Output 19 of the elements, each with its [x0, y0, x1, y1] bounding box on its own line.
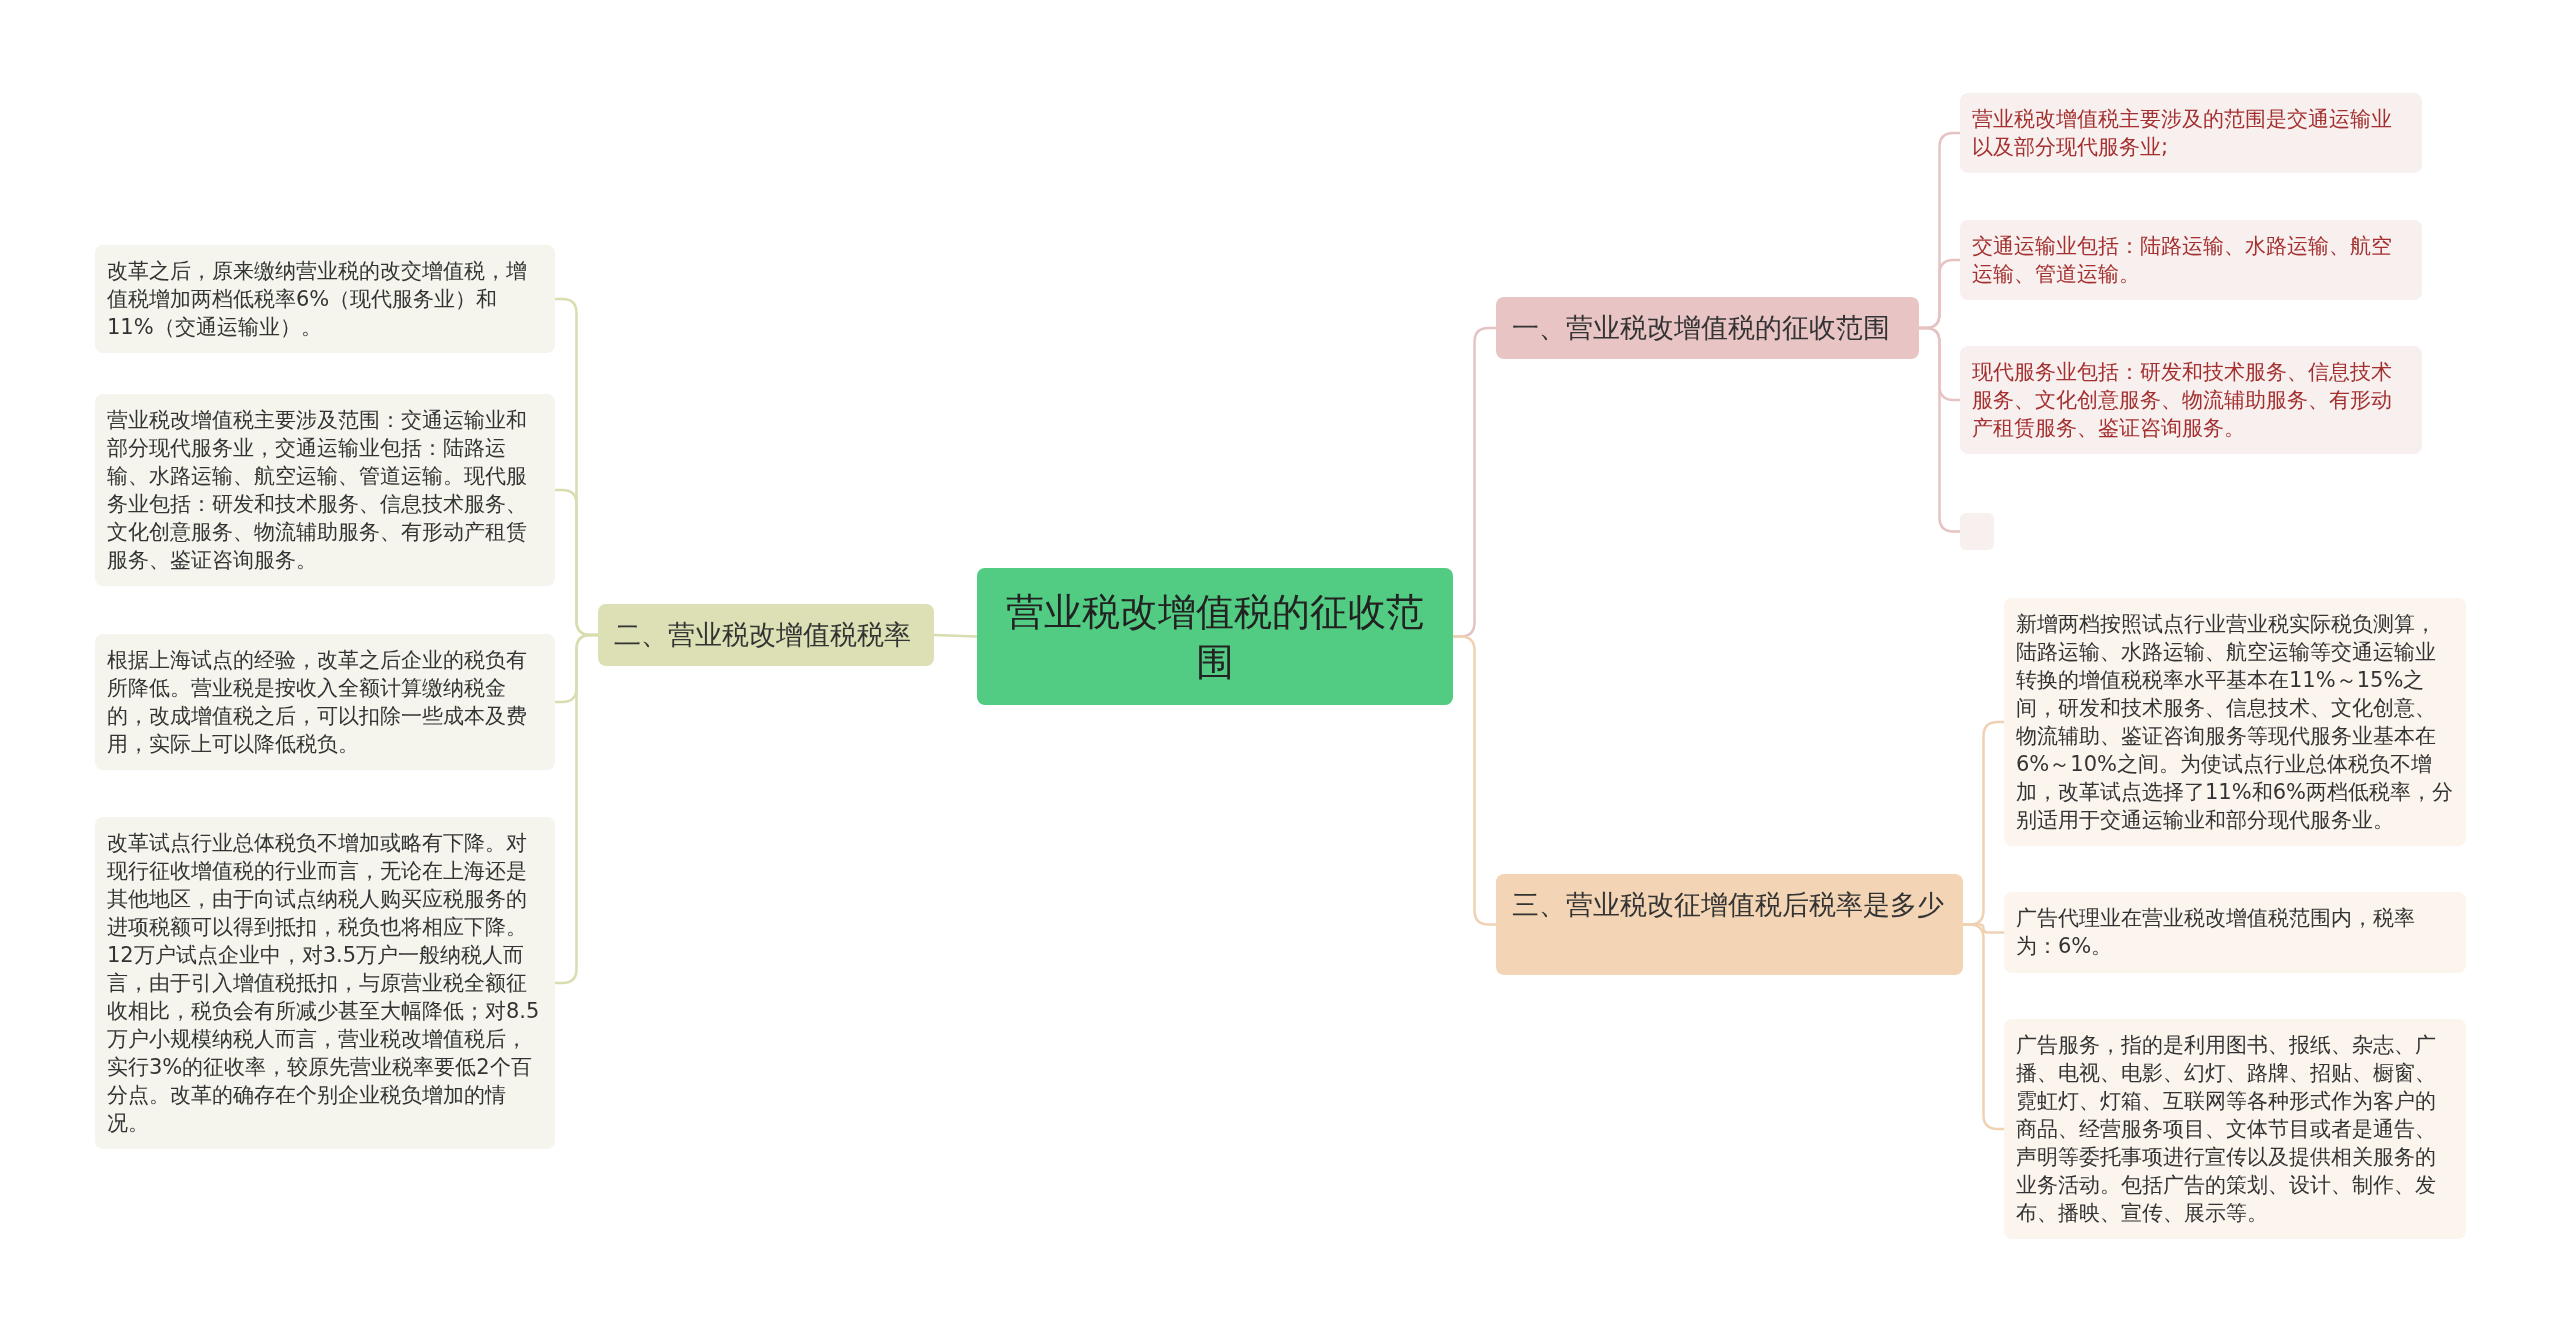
topic-box: 营业税改增值税的征收范围: [977, 568, 1453, 705]
note-box: 广告服务，指的是利用图书、报纸、杂志、广播、电视、电影、幻灯、路牌、招贴、橱窗、霓虹灯、灯箱、互联网等各种形式作为客户的商品、经营服务项目、文体节目或者是通告、声明等委托事项进行宣传以及提供相关服务的业务活动。包括广告的策划、设计、制作、发布、播映、宣传、展示等。: [2004, 1019, 2466, 1239]
note-box: 新增两档按照试点行业营业税实际税负测算，陆路运输、水路运输、航空运输等交通运输业转换的增值税税率水平基本在11%～15%之间，研发和技术服务、信息技术、文化创意、物流辅助、鉴证咨询服务等现代服务业基本在6%～10%之间。为使试点行业总体税负不增加，改革试点选择了11%和6%两档低税率，分别适用于交通运输业和部分现代服务业。: [2004, 598, 2466, 846]
note-box: 根据上海试点的经验，改革之后企业的税负有所降低。营业税是按收入全额计算缴纳税金的，改成增值税之后，可以扣除一些成本及费用，实际上可以降低税负。: [95, 634, 555, 770]
branch-box: 二、营业税改增值税税率: [598, 604, 934, 666]
connector-line: [933, 633, 978, 638]
note-box: 广告代理业在营业税改增值税范围内，税率为：6%。: [2004, 892, 2466, 973]
empty-box: [1960, 513, 1994, 550]
note-box: 改革试点行业总体税负不增加或略有下降。对现行征收增值税的行业而言，无论在上海还是其他地区，由于向试点纳税人购买应税服务的进项税额可以得到抵扣，税负也将相应下降。12万户试点企业中，对3.5万户一般纳税人而言，由于引入增值税抵扣，与原营业税全额征收相比，税负会有所减少甚至大幅降低；对8.5万户小规模纳税人而言，营业税改增值税后，实行3%的征收率，较原先营业税率要低2个百分点。改革的确存在个别企业税负增加的情况。: [95, 817, 555, 1149]
note-box: 营业税改增值税主要涉及范围：交通运输业和部分现代服务业，交通运输业包括：陆路运输、水路运输、航空运输、管道运输。现代服务业包括：研发和技术服务、信息技术服务、文化创意服务、物流辅助服务、有形动产租赁服务、鉴证咨询服务。: [95, 394, 555, 586]
branch-box: 一、营业税改增值税的征收范围: [1496, 297, 1919, 359]
note-box: 改革之后，原来缴纳营业税的改交增值税，增值税增加两档低税率6%（现代服务业）和11%（交通运输业）。: [95, 245, 555, 353]
connector-line: [1453, 635, 1496, 926]
connector-line: [555, 633, 598, 985]
note-box: 交通运输业包括：陆路运输、水路运输、航空运输、管道运输。: [1960, 220, 2422, 300]
connector-line: [1963, 923, 2004, 1131]
branch-box: 三、营业税改征增值税后税率是多少: [1496, 874, 1963, 975]
note-box: 现代服务业包括：研发和技术服务、信息技术服务、文化创意服务、物流辅助服务、有形动产租赁服务、鉴证咨询服务。: [1960, 346, 2422, 454]
note-box: 营业税改增值税主要涉及的范围是交通运输业以及部分现代服务业;: [1960, 93, 2422, 173]
